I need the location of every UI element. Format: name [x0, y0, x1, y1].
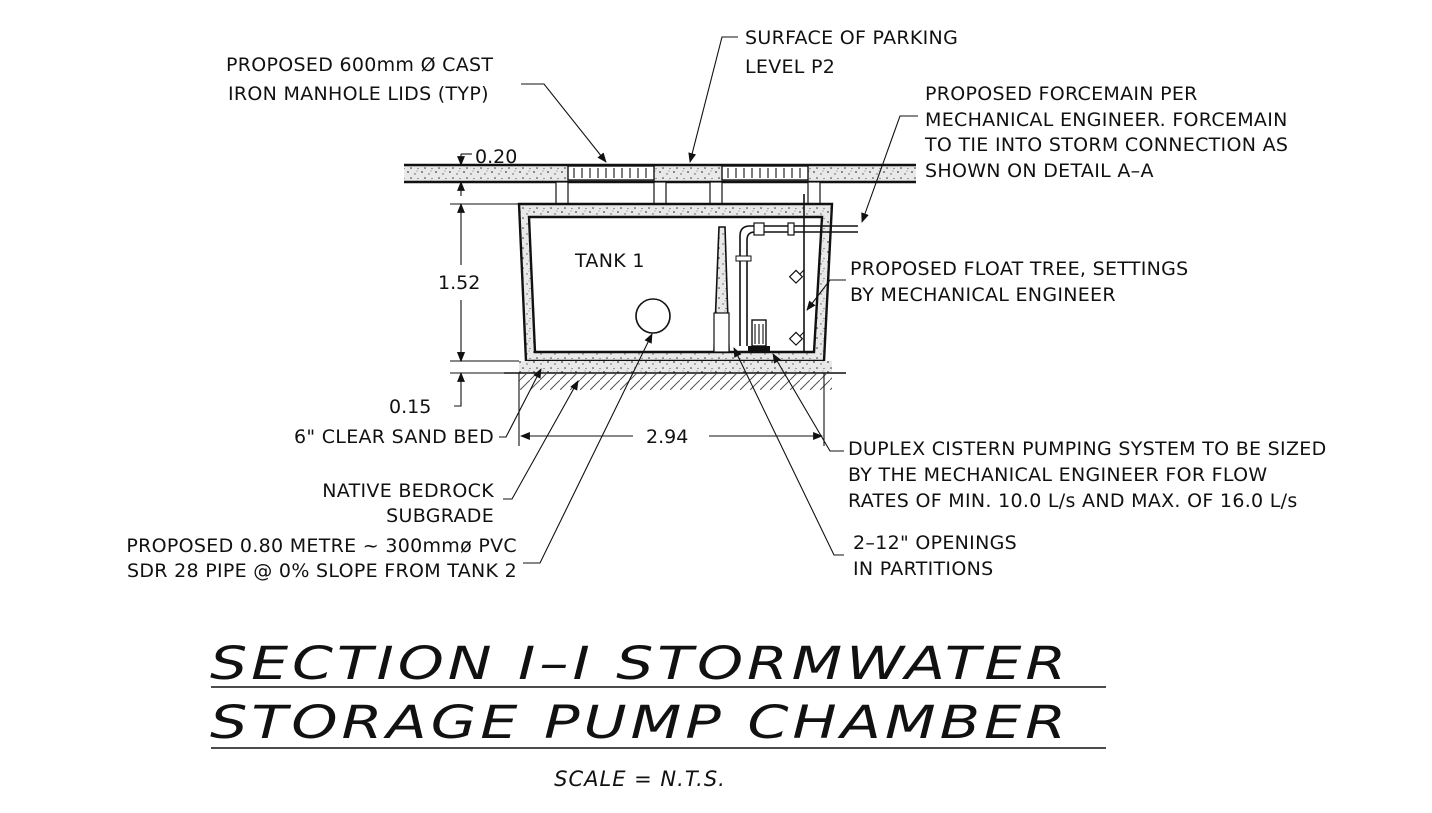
note-sand-bed: 6" CLEAR SAND BED [294, 426, 494, 448]
note-float-1: PROPOSED FLOAT TREE, SETTINGS [850, 258, 1189, 280]
note-duplex-1: DUPLEX CISTERN PUMPING SYSTEM TO BE SIZE… [848, 438, 1327, 460]
note-manhole-1: PROPOSED 600mm Ø CAST [226, 54, 493, 76]
dim-height-label: 1.52 [438, 272, 480, 294]
note-bedrock-1: NATIVE BEDROCK [322, 480, 494, 502]
note-bedrock-2: SUBGRADE [386, 505, 494, 527]
dim-slab [452, 153, 472, 196]
note-openings-2: IN PARTITIONS [853, 558, 993, 580]
submersible-pump [748, 319, 770, 351]
title-line-2: STORAGE PUMP CHAMBER [210, 696, 1070, 749]
manhole-lid-left [555, 165, 667, 205]
note-forcemain-4: SHOWN ON DETAIL A–A [925, 160, 1154, 182]
note-surface-1: SURFACE OF PARKING [745, 27, 958, 49]
forcemain-pipe [735, 222, 858, 346]
dim-base-label: 0.15 [389, 396, 431, 418]
note-surface-2: LEVEL P2 [745, 56, 835, 78]
scale-label: SCALE = N.T.S. [554, 767, 726, 791]
leader-lines [499, 36, 918, 564]
partition-wall [713, 226, 730, 353]
tank-walls [517, 202, 834, 363]
note-duplex-3: RATES OF MIN. 10.0 L/s AND MAX. OF 16.0 … [848, 490, 1298, 512]
note-manhole-2: IRON MANHOLE LIDS (TYP) [228, 83, 489, 105]
note-float-2: BY MECHANICAL ENGINEER [850, 284, 1116, 306]
title-line-1: SECTION I–I STORMWATER [210, 637, 1070, 690]
dim-base [450, 352, 504, 407]
note-openings-1: 2–12" OPENINGS [853, 532, 1017, 554]
dim-width-label: 2.94 [646, 426, 688, 448]
note-forcemain-3: TO TIE INTO STORM CONNECTION AS [924, 134, 1288, 156]
tank-label: TANK 1 [574, 250, 645, 272]
float-tree [788, 194, 805, 352]
dim-slab-label: 0.20 [475, 146, 517, 168]
note-pipe-2: SDR 28 PIPE @ 0% SLOPE FROM TANK 2 [127, 560, 517, 582]
note-duplex-2: BY THE MECHANICAL ENGINEER FOR FLOW [848, 464, 1267, 486]
note-forcemain-2: MECHANICAL ENGINEER. FORCEMAIN [925, 109, 1288, 131]
inlet-pipe [635, 298, 671, 334]
dim-width [518, 373, 825, 446]
note-pipe-1: PROPOSED 0.80 METRE ~ 300mmø PVC [126, 535, 517, 557]
note-forcemain-1: PROPOSED FORCEMAIN PER [925, 83, 1198, 105]
sand-bed-and-bedrock [504, 361, 846, 390]
